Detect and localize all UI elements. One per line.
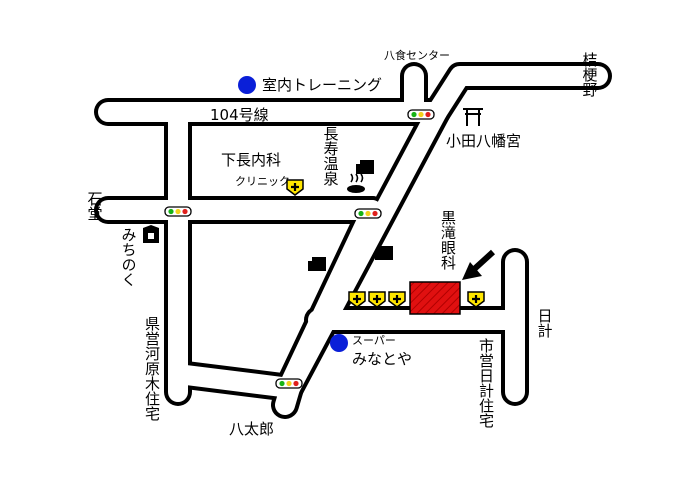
bank-building-icon bbox=[143, 225, 159, 243]
building-icon bbox=[308, 257, 326, 271]
clinic-cross-icon bbox=[348, 291, 366, 308]
traffic-signal-icon bbox=[407, 109, 435, 120]
destination-arrow-icon bbox=[462, 249, 496, 280]
building-icon bbox=[375, 246, 393, 260]
onsen-label: 長寿温泉 bbox=[321, 126, 340, 186]
ishido-label: 石堂 bbox=[85, 191, 104, 221]
shitanaga-label: 下長内科 bbox=[221, 151, 282, 169]
hachitaro-label: 八太郎 bbox=[229, 420, 275, 438]
clinic-cross-icon bbox=[388, 291, 406, 308]
super-label: スーパー bbox=[352, 334, 396, 347]
onsen-icon bbox=[347, 173, 365, 193]
odahachimangu-label: 小田八幡宮 bbox=[446, 132, 522, 150]
building-icon bbox=[356, 160, 374, 174]
hachishoku-label: 八食センター bbox=[384, 49, 450, 62]
michinoku-label: みちのく bbox=[119, 227, 138, 287]
clinic-cross-icon bbox=[286, 179, 304, 196]
clinic-cross-icon bbox=[368, 291, 386, 308]
indoor-training-label: 室内トレーニング bbox=[262, 76, 383, 94]
minatoya-label: みなとや bbox=[352, 350, 413, 368]
shiei-housing-label: 市営日計住宅 bbox=[477, 338, 495, 428]
torii-gate-icon bbox=[463, 108, 483, 126]
destination-label: 黒滝眼科 bbox=[439, 210, 457, 270]
destination-building-icon bbox=[409, 281, 461, 315]
kawara-housing-label: 県営河原木住宅 bbox=[143, 316, 161, 421]
clinic-label: クリニック bbox=[235, 175, 290, 188]
traffic-signal-icon bbox=[164, 206, 192, 217]
clinic-cross-icon bbox=[467, 291, 485, 308]
nikkei-label: 日計 bbox=[535, 308, 554, 338]
blue-circle-icon bbox=[238, 76, 256, 94]
traffic-signal-icon bbox=[354, 208, 382, 219]
kikyono-label: 桔梗野 bbox=[580, 52, 599, 97]
route-104-label: 104号線 bbox=[210, 106, 269, 124]
blue-circle-icon bbox=[330, 334, 348, 352]
traffic-signal-icon bbox=[275, 378, 303, 389]
